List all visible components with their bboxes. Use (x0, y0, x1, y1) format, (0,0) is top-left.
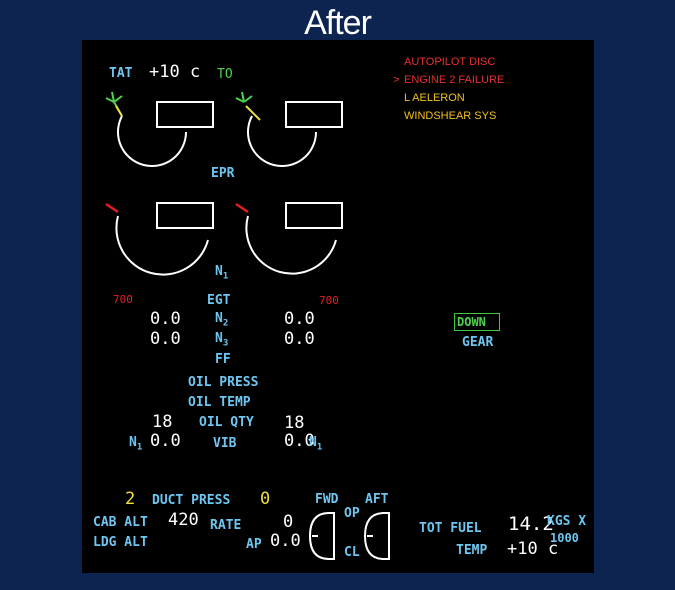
oil-qty-right-value: 18 (284, 413, 305, 433)
n3-right-value: 0.0 (284, 329, 315, 349)
alert-autopilot-disc: AUTOPILOT DISC (404, 56, 496, 68)
egt-limit-right: 700 (319, 294, 339, 307)
oil-qty-label: OIL QTY (199, 415, 254, 430)
vib-label: VIB (213, 436, 237, 451)
ldg-alt-label: LDG ALT (93, 535, 148, 550)
egt-label: EGT (207, 293, 231, 308)
ap-value: 0.0 (270, 531, 301, 551)
fuel-unit-multiplier: 1000 (550, 531, 579, 545)
oil-qty-left-value: 18 (152, 412, 173, 432)
vib-n1-right: N1 (309, 435, 323, 453)
vib-right-value: 0.0 (284, 431, 315, 451)
oil-temp-label: OIL TEMP (188, 395, 251, 410)
epr-gauge-right (235, 91, 343, 167)
page-title: After (304, 4, 372, 42)
n2-label: N2 (215, 311, 229, 329)
fuel-temp-label: TEMP (456, 543, 488, 558)
n1-gauge-left (105, 202, 214, 276)
vib-n1-left: N1 (129, 435, 143, 453)
n1-gauge-right (235, 202, 343, 275)
fuel-temp-value: +10 c (507, 539, 559, 559)
tot-fuel-value: 14.2 (508, 513, 554, 535)
gear-label: GEAR (462, 335, 494, 350)
rate-label: RATE (210, 518, 242, 533)
cab-alt-label: CAB ALT (93, 515, 148, 530)
alert-engine-2-failure: ENGINE 2 FAILURE (404, 74, 505, 86)
outflow-valve-fwd (308, 512, 335, 560)
fuel-unit-label: KGS X (547, 514, 587, 529)
gauge-graphics (105, 91, 390, 560)
n1-label: N1 (215, 264, 229, 282)
duct-press-right: 0 (260, 489, 271, 509)
tat-value: +10 c (149, 62, 201, 82)
epr-gauge-left (105, 91, 214, 167)
cl-label: CL (344, 545, 360, 560)
alert-caret-icon: > (393, 74, 400, 86)
op-label: OP (344, 506, 360, 521)
epr-label: EPR (211, 166, 235, 181)
tat-label: TAT (109, 66, 133, 81)
outflow-valve-aft (363, 512, 390, 560)
ap-label: AP (246, 537, 262, 552)
duct-press-label: DUCT PRESS (152, 493, 231, 508)
thrust-mode: TO (217, 67, 233, 82)
alert-windshear-sys: WINDSHEAR SYS (404, 110, 497, 122)
duct-press-left: 2 (125, 489, 136, 509)
alert-l-aeleron: L AELERON (404, 92, 465, 104)
n3-left-value: 0.0 (150, 329, 181, 349)
eicas-display: TAT +10 c TO AUTOPILOT DISC > ENGINE 2 F… (82, 40, 594, 573)
n2-right-value: 0.0 (284, 309, 315, 329)
egt-limit-left: 700 (113, 293, 133, 306)
gear-status: DOWN (457, 315, 486, 329)
rate-value: 0 (283, 512, 294, 532)
aft-label: AFT (365, 492, 389, 507)
cab-alt-value: 420 (168, 510, 199, 530)
tot-fuel-label: TOT FUEL (419, 521, 482, 536)
ff-label: FF (215, 352, 231, 367)
fwd-label: FWD (315, 492, 339, 507)
n3-label: N3 (215, 331, 229, 349)
gear-status-box (454, 313, 500, 331)
n2-left-value: 0.0 (150, 309, 181, 329)
oil-press-label: OIL PRESS (188, 375, 259, 390)
vib-left-value: 0.0 (150, 431, 181, 451)
